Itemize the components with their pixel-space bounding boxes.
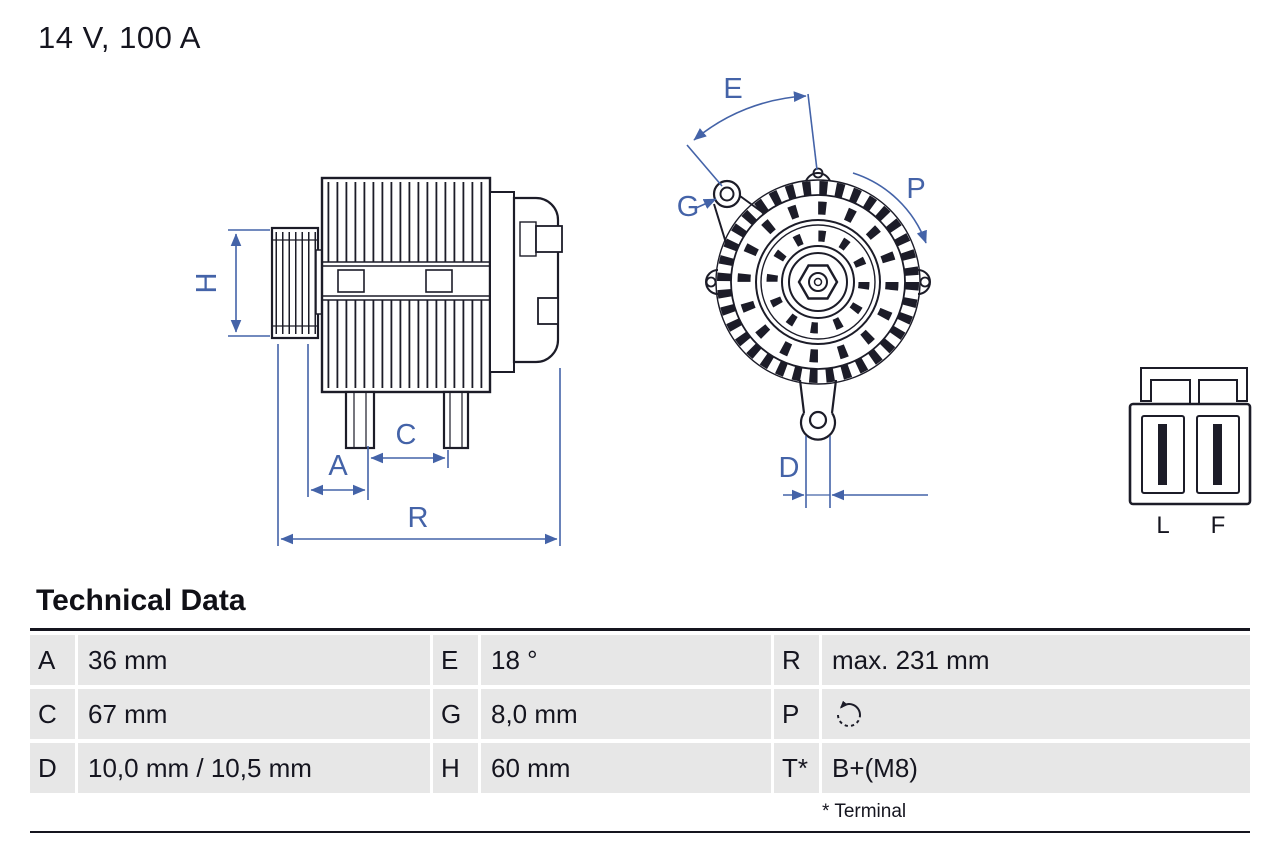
dimension-label-r: R xyxy=(408,502,429,534)
dimension-H: H xyxy=(191,229,270,337)
front-view-drawing xyxy=(705,167,931,441)
terminal-stud xyxy=(537,297,559,325)
cell-label-D: D xyxy=(30,743,75,793)
pin-slot-L xyxy=(1141,415,1185,494)
cell-label-P: P xyxy=(774,689,819,739)
technical-data-section: Technical Data A 36 mm E 18 ° R max. 231… xyxy=(30,584,1250,833)
cell-label-E: E xyxy=(433,635,478,685)
voltage-amperage-title: 14 V, 100 A xyxy=(38,20,201,55)
top-mounting-lug xyxy=(712,179,763,244)
connector-housing xyxy=(1128,402,1252,506)
dimension-E: E xyxy=(686,73,818,187)
drive-end-housing xyxy=(715,179,921,385)
dimension-label-e: E xyxy=(723,73,742,105)
dimension-R: R xyxy=(277,344,561,546)
cell-value-R: max. 231 mm xyxy=(822,635,1250,685)
dimension-P: P xyxy=(852,172,927,244)
side-view-drawing xyxy=(270,176,563,450)
dimension-label-h: H xyxy=(191,273,223,294)
rotation-direction-icon xyxy=(837,700,861,727)
technical-data-heading: Technical Data xyxy=(36,584,246,617)
cell-value-H: 60 mm xyxy=(481,743,771,793)
connector-diagram: L F xyxy=(1128,367,1252,539)
cell-label-T: T* xyxy=(774,743,819,793)
dimension-G: G xyxy=(677,191,717,223)
table-row: A 36 mm E 18 ° R max. 231 mm xyxy=(30,635,1250,685)
cell-value-G: 8,0 mm xyxy=(481,689,771,739)
shaft-nut xyxy=(797,264,839,300)
bottom-mounting-lug xyxy=(798,379,838,441)
mounting-feet xyxy=(344,390,470,450)
front-view-dimensions: E G P D xyxy=(677,73,928,508)
dimension-label-a: A xyxy=(328,450,348,482)
dimension-label-c: C xyxy=(396,419,417,451)
connector-rail xyxy=(1140,367,1248,405)
left-ear xyxy=(705,269,719,295)
pulley xyxy=(270,226,320,340)
terminal-block xyxy=(519,221,537,257)
table-row: D 10,0 mm / 10,5 mm H 60 mm T* B+(M8) xyxy=(30,743,1250,793)
pin-label-L: L xyxy=(1156,512,1169,539)
alternator-body xyxy=(320,176,492,394)
cell-value-P xyxy=(822,689,1250,739)
terminal-footnote: * Terminal xyxy=(822,801,907,822)
dimension-label-p: P xyxy=(906,173,925,205)
cell-label-R: R xyxy=(774,635,819,685)
cell-label-G: G xyxy=(433,689,478,739)
top-ear xyxy=(805,167,831,182)
pin-blade-L xyxy=(1158,424,1167,485)
cell-value-T: B+(M8) xyxy=(822,743,1250,793)
table-top-rule xyxy=(30,628,1250,631)
dimension-D: D xyxy=(779,436,928,508)
dimension-A: A xyxy=(307,344,369,500)
dimension-label-d: D xyxy=(779,452,800,484)
bplus-terminal xyxy=(535,225,563,253)
cell-label-C: C xyxy=(30,689,75,739)
dimension-C: C xyxy=(370,419,449,468)
side-view-dimensions: H A C R xyxy=(191,229,561,546)
dimension-label-g: G xyxy=(677,191,700,223)
right-ear xyxy=(917,269,931,295)
cell-label-H: H xyxy=(433,743,478,793)
cell-value-C: 67 mm xyxy=(78,689,430,739)
rear-housing xyxy=(489,191,563,373)
technical-drawing: H A C R xyxy=(191,73,1252,546)
table-row: C 67 mm G 8,0 mm P xyxy=(30,689,1250,739)
cell-value-E: 18 ° xyxy=(481,635,771,685)
cell-value-A: 36 mm xyxy=(78,635,430,685)
cell-label-A: A xyxy=(30,635,75,685)
pin-label-F: F xyxy=(1211,512,1226,539)
table-bottom-rule xyxy=(30,831,1250,833)
pin-slot-F xyxy=(1196,415,1240,494)
pin-blade-F xyxy=(1213,424,1222,485)
cell-value-D: 10,0 mm / 10,5 mm xyxy=(78,743,430,793)
